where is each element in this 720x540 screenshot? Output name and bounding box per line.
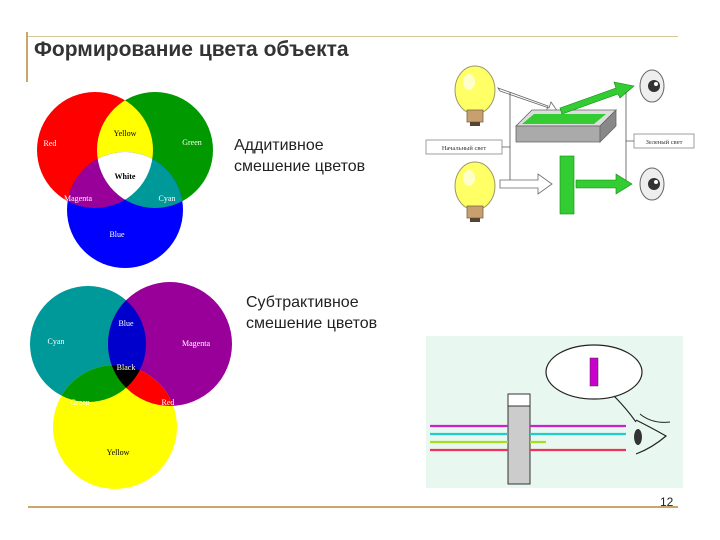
connector-line	[502, 92, 511, 182]
additive-mixing-diagram: Red Yellow Green White Magenta Cyan Blue	[37, 92, 213, 268]
additive-label-magenta: Magenta	[64, 194, 92, 203]
footer-rule	[28, 506, 678, 508]
additive-label-blue: Blue	[109, 230, 125, 239]
title-underline	[28, 36, 678, 37]
perceived-magenta-bar	[589, 357, 599, 387]
additive-label-yellow: Yellow	[114, 129, 137, 138]
green-light-label: Зеленый свет	[646, 139, 683, 146]
subtractive-label-cyan: Cyan	[48, 337, 65, 346]
initial-light-label: Начальный свет	[442, 145, 486, 152]
additive-label-red: Red	[44, 139, 57, 148]
green-reflective-block	[515, 109, 617, 143]
subtractive-red-region	[108, 365, 177, 406]
green-transmitted-arrow	[575, 173, 633, 195]
subtractive-label-green: Green	[70, 398, 90, 407]
subtractive-caption-line1: Субтрактивное	[246, 294, 359, 311]
additive-label-green: Green	[182, 138, 202, 147]
subtractive-caption-line2: смешение цветов	[246, 315, 378, 332]
additive-label-white: White	[115, 172, 136, 181]
subtractive-label-black: Black	[117, 363, 136, 372]
eye-icon	[639, 69, 665, 103]
subtractive-label-red: Red	[162, 398, 175, 407]
subtractive-label-yellow: Yellow	[107, 448, 130, 457]
beaker-icon	[507, 393, 531, 485]
white-light-arrow	[496, 87, 559, 113]
title-accent-bar	[26, 32, 28, 82]
eye-icon	[634, 413, 671, 455]
page-number: 12	[660, 495, 674, 509]
subtractive-green-region	[53, 365, 146, 402]
subtractive-label-blue: Blue	[118, 319, 134, 328]
lightbulb-icon	[454, 65, 496, 126]
lightbulb-icon	[454, 161, 496, 222]
white-light-arrow	[499, 173, 553, 195]
subtractive-mixing-diagram: Cyan Blue Magenta Black Green Red Yellow	[30, 282, 232, 489]
green-reflected-arrow	[559, 81, 635, 115]
additive-caption-line2: смешение цветов	[234, 158, 366, 175]
additive-magenta-region	[67, 152, 153, 208]
additive-label-cyan: Cyan	[159, 194, 176, 203]
green-filter-bar	[559, 155, 575, 215]
subtractive-label-magenta: Magenta	[182, 339, 210, 348]
subtractive-caption: Субтрактивное смешение цветов	[246, 292, 416, 334]
slide-title: Формирование цвета объекта	[34, 38, 349, 61]
light-filter-diagram: Начальный свет Зеленый свет	[425, 65, 695, 222]
additive-caption: Аддитивное смешение цветов	[234, 135, 404, 177]
additive-cyan-region	[97, 152, 183, 208]
absorption-diagram	[426, 336, 683, 488]
bubble-tail	[613, 395, 637, 423]
connector-line	[625, 92, 634, 182]
additive-caption-line1: Аддитивное	[234, 137, 324, 154]
eye-icon	[639, 167, 665, 201]
